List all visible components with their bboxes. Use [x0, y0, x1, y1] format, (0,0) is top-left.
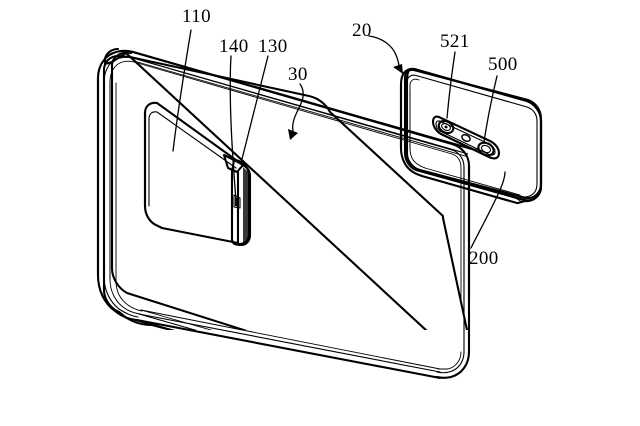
- camera-module-corner-top-right-mid: [526, 106, 538, 185]
- camera-module-bottom-rail-a: [420, 174, 519, 205]
- camera-lens-right-inner: [480, 144, 492, 154]
- mask-bottom: [0, 330, 640, 426]
- leader-110: [172, 29, 192, 152]
- camera-module-corner-bottom-left-in: [409, 147, 426, 169]
- leader-lines: [172, 29, 506, 249]
- camera-module-corner-bottom-left-mid: [405, 147, 425, 172]
- leader-20-arrowhead: [393, 64, 403, 74]
- camera-module-top-rail-b: [417, 75, 528, 108]
- housing-bottom-rail-b: [138, 313, 441, 373]
- ref-numeral-521: 521: [440, 31, 470, 52]
- housing-top-rail-c: [133, 61, 453, 155]
- leader-521: [446, 51, 456, 119]
- camera-module-corner-bottom-right: [516, 184, 543, 205]
- leader-130: [240, 55, 269, 164]
- camera-module-corner-top-left: [399, 67, 420, 150]
- inner-panel-top-edge-outer: [155, 101, 238, 162]
- main-housing-corner-bottom-left-inner2: [115, 280, 143, 312]
- ref-numeral-30: 30: [288, 64, 308, 85]
- inner-panel: [143, 101, 240, 245]
- reference-numerals: 110 140 130 30 20 521 500 200: [182, 6, 518, 269]
- housing-corner-bottom-right-inner: [437, 351, 462, 370]
- camera-module-bottom-rail-c: [424, 167, 521, 196]
- housing-bottom-rail-a: [135, 318, 442, 380]
- inner-panel-corner-bottom-left: [143, 204, 164, 230]
- leader-140: [229, 55, 237, 201]
- ref-numeral-20: 20: [352, 20, 372, 41]
- camera-lens-left-outer: [437, 119, 455, 135]
- main-housing-accurate: [0, 50, 640, 426]
- ref-numeral-500: 500: [488, 54, 518, 75]
- housing-corner-bottom-right-mid: [436, 351, 465, 374]
- inner-panel-top-edge-inner: [156, 111, 237, 169]
- tab-left-contour: [231, 171, 239, 246]
- main-housing-corner-top-left-mid: [103, 56, 134, 278]
- camera-module-corner-bottom-right-mid: [518, 183, 538, 199]
- leader-20: [368, 35, 400, 68]
- leader-30-arrowhead: [288, 129, 298, 140]
- camera-module-corner-chamfer-2: [516, 198, 523, 203]
- tab-right-face-shade: [243, 167, 248, 243]
- camera-module-top-rail-a: [416, 68, 529, 103]
- ref-numeral-130: 130: [258, 36, 288, 57]
- main-housing-corner-bottom-left-mid: [103, 276, 139, 318]
- housing-top-rail-a: [131, 50, 454, 146]
- camera-lens-right-outer: [477, 141, 495, 157]
- housing-top-rail-b: [132, 57, 453, 151]
- camera-island: [431, 115, 501, 160]
- camera-lens-left-inner: [441, 122, 451, 132]
- leader-200: [470, 171, 506, 249]
- camera-module-corner-bottom-left: [399, 146, 424, 178]
- housing-corner-top-right-inner: [451, 153, 462, 301]
- main-housing-corner-top-left-outer: [96, 49, 135, 277]
- tab-right-contour: [237, 163, 252, 247]
- camera-module-bottom-rail-b: [423, 170, 520, 199]
- camera-module-corner-top-left-mid: [405, 74, 419, 149]
- inner-panel-corner-top-left-inner: [148, 111, 158, 207]
- protruding-tab: [222, 153, 252, 247]
- inner-panel-bottom-edge: [160, 226, 240, 245]
- leader-30: [291, 83, 304, 132]
- camera-module: [399, 67, 543, 205]
- main-housing-corner-bottom-left-inner: [109, 278, 141, 315]
- main-housing-top-edge-outer: [103, 47, 482, 382]
- leader-500: [483, 75, 498, 143]
- ref-numeral-110: 110: [182, 6, 211, 27]
- camera-lens-left-pupil: [444, 125, 448, 129]
- housing-bottom-rail-c: [140, 309, 441, 370]
- inner-panel-corner-top-left: [143, 101, 159, 208]
- camera-island-outline-outer: [431, 115, 501, 160]
- camera-module-corner-top-left-in: [409, 78, 420, 149]
- camera-module-corner-chamfer-1: [519, 195, 528, 202]
- main-housing-corner-top-left-inner: [109, 60, 135, 280]
- ref-numeral-140: 140: [219, 36, 249, 57]
- tab-inner-notch-outline: [233, 194, 241, 209]
- ref-numeral-200: 200: [469, 248, 499, 269]
- camera-flash: [461, 133, 471, 143]
- housing-corner-top-right-mid: [451, 149, 465, 301]
- main-housing-corner-bottom-left-outer: [96, 273, 138, 322]
